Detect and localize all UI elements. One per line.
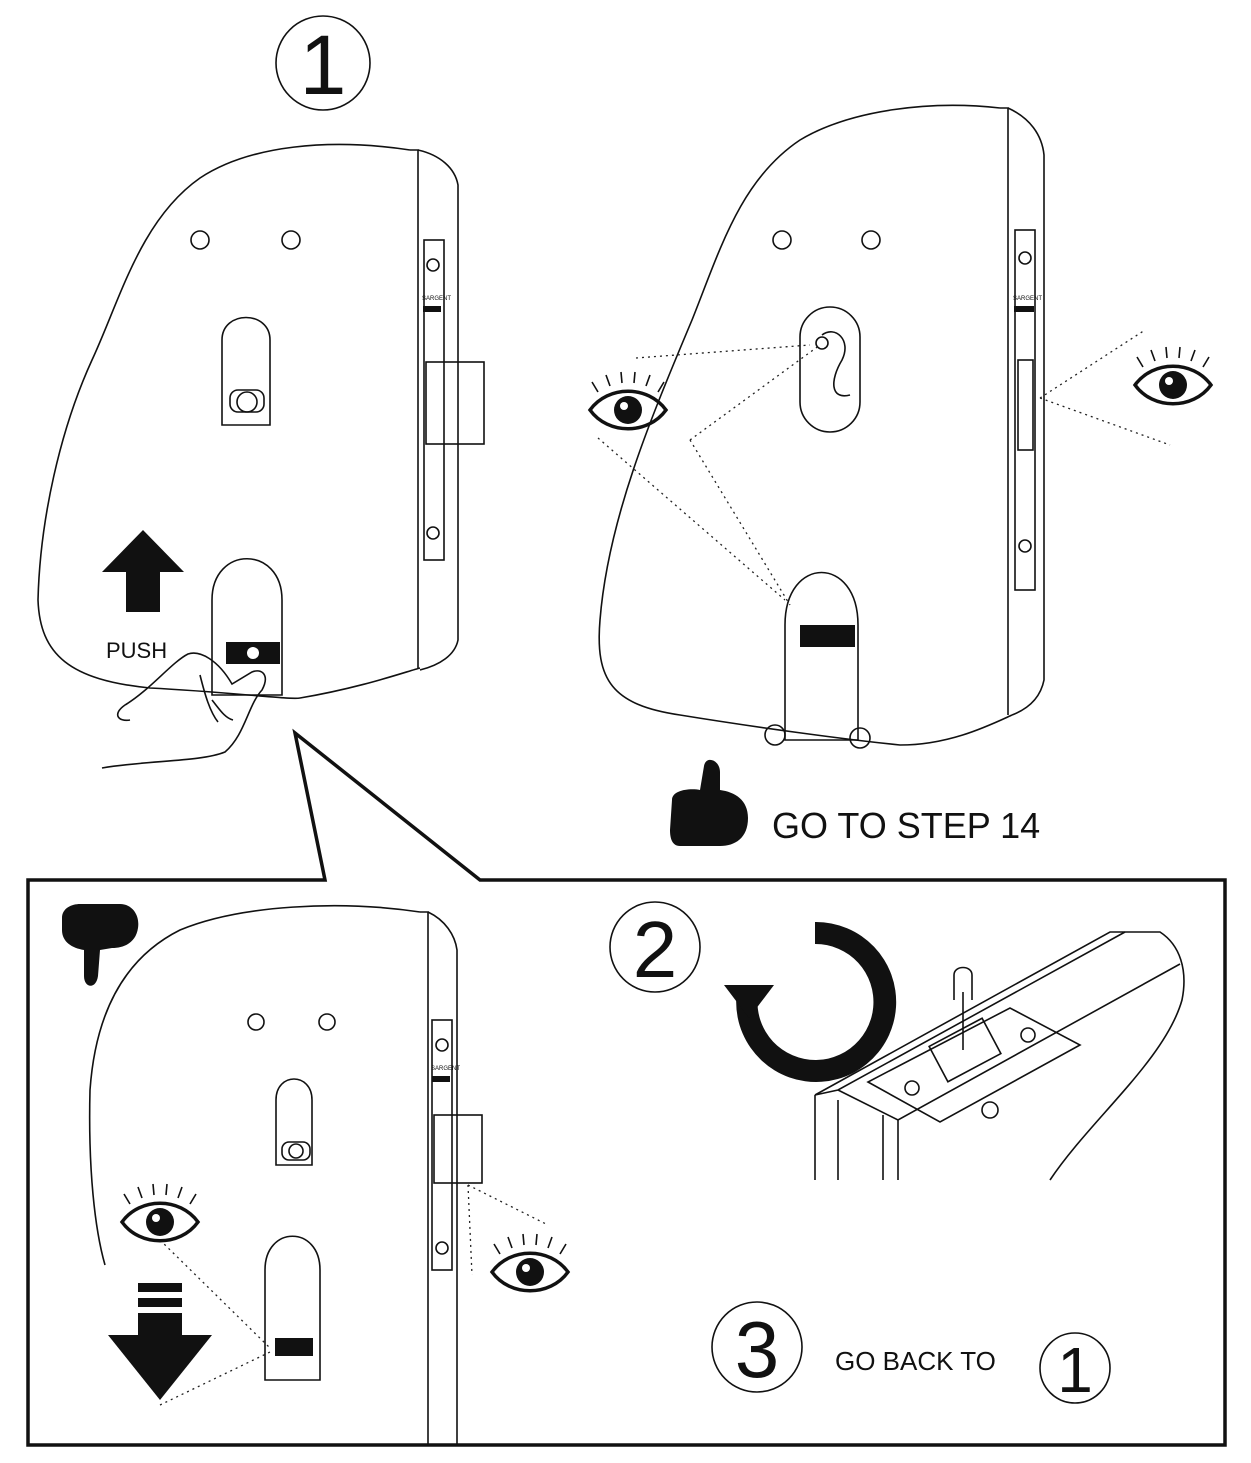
hand-icon	[101, 652, 267, 769]
eye-icon	[587, 371, 669, 431]
rotate-counterclockwise-icon	[724, 921, 897, 1082]
step-3-badge: 3	[711, 1301, 803, 1394]
sight-lines-bottom	[159, 1184, 549, 1406]
plate-brand-text-2: SARGENT	[1013, 296, 1042, 302]
step-2-badge: 2	[609, 901, 701, 994]
eye-icon-bottom-left	[119, 1183, 201, 1243]
step-1-badge: 1	[275, 15, 371, 112]
sight-lines-top	[597, 329, 1171, 606]
eye-icon-bottom-right	[489, 1233, 571, 1293]
go-back-target-badge: 1	[1039, 1332, 1111, 1406]
eye-icon-right	[1132, 346, 1214, 406]
step-3-number: 3	[735, 1305, 780, 1394]
lock-body-incorrect: SARGENT	[88, 905, 483, 1445]
step-2-number: 2	[633, 905, 678, 994]
detail-callout	[26, 728, 1227, 1447]
thumbs-up-icon	[670, 759, 748, 846]
go-to-step-label: GO TO STEP 14	[772, 805, 1040, 846]
lock-body-check: SARGENT	[598, 104, 1045, 749]
go-back-label: GO BACK TO	[835, 1346, 996, 1376]
plate-brand-text-3: SARGENT	[431, 1066, 460, 1072]
thumbs-down-icon	[62, 904, 139, 986]
arrow-down-icon	[108, 1283, 212, 1400]
arrow-up-icon	[102, 530, 184, 612]
plate-brand-text: SARGENT	[422, 296, 451, 302]
go-back-target-number: 1	[1057, 1334, 1093, 1406]
step-1-number: 1	[300, 18, 347, 112]
push-label: PUSH	[106, 638, 167, 663]
key-icon	[953, 966, 973, 1050]
lock-body-push: SARGENT	[37, 143, 485, 700]
